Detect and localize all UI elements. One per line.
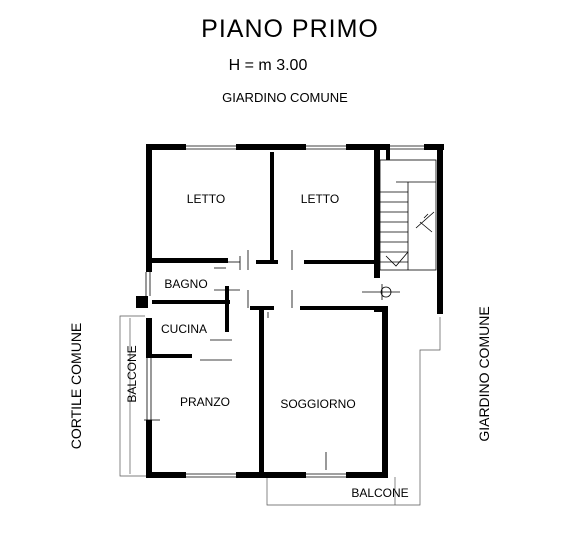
staircase — [379, 159, 437, 271]
balcony-bottom-label: BALCONE — [351, 486, 408, 500]
height-label: H = m 3.00 — [229, 57, 308, 74]
balcony-bottom-outline — [266, 317, 441, 506]
right-garden-label: GIARDINO COMUNE — [476, 306, 492, 441]
room-pranzo: PRANZO — [180, 395, 230, 409]
room-letto-right: LETTO — [301, 192, 339, 206]
room-letto-left: LETTO — [187, 192, 225, 206]
door-marks — [144, 250, 400, 470]
balcony-left-label: BALCONE — [125, 345, 139, 402]
left-courtyard-label: CORTILE COMUNE — [68, 323, 84, 450]
interior-walls — [152, 150, 390, 472]
plan-title: PIANO PRIMO — [201, 15, 379, 43]
outer-walls — [136, 144, 444, 478]
top-garden-label: GIARDINO COMUNE — [222, 90, 348, 105]
room-soggiorno: SOGGIORNO — [280, 397, 355, 411]
room-bagno: BAGNO — [164, 277, 207, 291]
windows — [145, 145, 424, 478]
room-cucina: CUCINA — [161, 322, 207, 336]
balcony-left-outline — [119, 315, 150, 477]
